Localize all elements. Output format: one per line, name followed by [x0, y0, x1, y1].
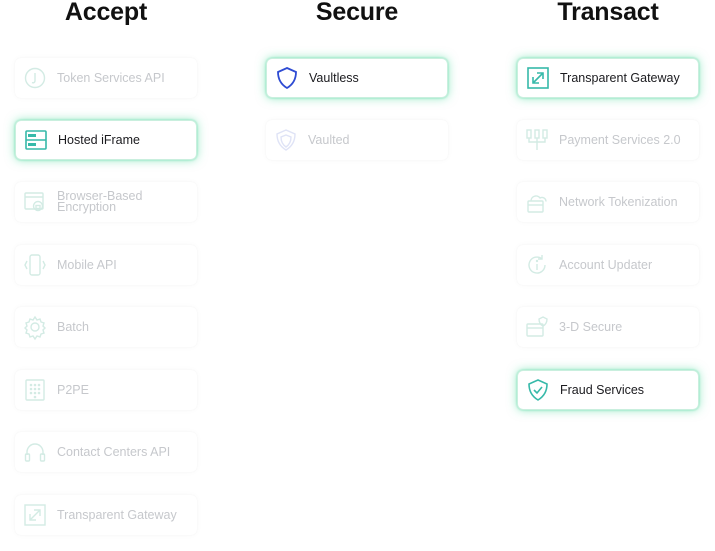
payment-nodes-icon	[525, 128, 549, 152]
transact-item-payment-services[interactable]: Payment Services 2.0	[517, 120, 699, 160]
accept-item-token-services-api[interactable]: Token Services API	[15, 58, 197, 98]
gear-icon	[23, 315, 47, 341]
secure-item-vaulted[interactable]: Vaulted	[266, 120, 448, 160]
transact-item-label: Fraud Services	[560, 383, 645, 397]
transact-item-transparent-gateway[interactable]: Transparent Gateway	[517, 58, 699, 98]
token-icon	[23, 66, 47, 90]
shield-icon	[275, 66, 299, 90]
secure-item-label: Vaulted	[308, 133, 350, 147]
accept-item-label: Browser-Based Encryption	[57, 189, 143, 214]
accept-item-p2pe[interactable]: P2PE	[15, 370, 197, 410]
accept-item-mobile-api[interactable]: Mobile API	[15, 245, 197, 285]
secure-item-label: Vaultless	[309, 71, 359, 85]
transact-column-title: Transact	[557, 0, 659, 26]
accept-item-label: Contact Centers API	[57, 445, 171, 459]
cloud-card-icon	[525, 190, 549, 214]
secure-item-vaultless[interactable]: Vaultless	[266, 58, 448, 98]
transact-item-label: 3-D Secure	[559, 320, 623, 334]
transact-item-fraud-services[interactable]: Fraud Services	[517, 370, 699, 410]
secure-column-title: Secure	[315, 0, 399, 26]
accept-item-label: Transparent Gateway	[57, 508, 177, 522]
browser-lock-icon	[23, 190, 47, 214]
shield-vault-icon	[274, 128, 298, 152]
expand-arrow-icon	[23, 503, 47, 527]
accept-item-label: Batch	[57, 320, 89, 334]
accept-item-contact-centers-api[interactable]: Contact Centers API	[15, 432, 197, 472]
accept-item-label: Token Services API	[57, 71, 165, 85]
card-shield-icon	[525, 315, 549, 339]
transact-item-3d-secure[interactable]: 3-D Secure	[517, 307, 699, 347]
accept-item-browser-based-encryption[interactable]: Browser-Based Encryption	[15, 182, 197, 222]
transact-item-label: Transparent Gateway	[560, 71, 680, 85]
accept-item-label: Hosted iFrame	[58, 133, 140, 147]
transact-item-label: Network Tokenization	[559, 195, 678, 209]
transact-item-label: Account Updater	[559, 258, 653, 272]
accept-column-title: Accept	[64, 0, 148, 26]
keypad-icon	[23, 378, 47, 402]
mobile-icon	[23, 253, 47, 277]
accept-item-transparent-gateway[interactable]: Transparent Gateway	[15, 495, 197, 535]
accept-item-label: P2PE	[57, 383, 89, 397]
accept-item-batch[interactable]: Batch	[15, 307, 197, 347]
expand-arrow-icon	[526, 66, 550, 90]
iframe-icon	[24, 128, 48, 152]
transact-item-label: Payment Services 2.0	[559, 133, 681, 147]
refresh-info-icon	[525, 253, 549, 277]
shield-check-icon	[526, 378, 550, 402]
transact-item-account-updater[interactable]: Account Updater	[517, 245, 699, 285]
headset-icon	[23, 440, 47, 464]
transact-item-network-tokenization[interactable]: Network Tokenization	[517, 182, 699, 222]
accept-item-hosted-iframe[interactable]: Hosted iFrame	[15, 120, 197, 160]
accept-item-label: Mobile API	[57, 258, 117, 272]
